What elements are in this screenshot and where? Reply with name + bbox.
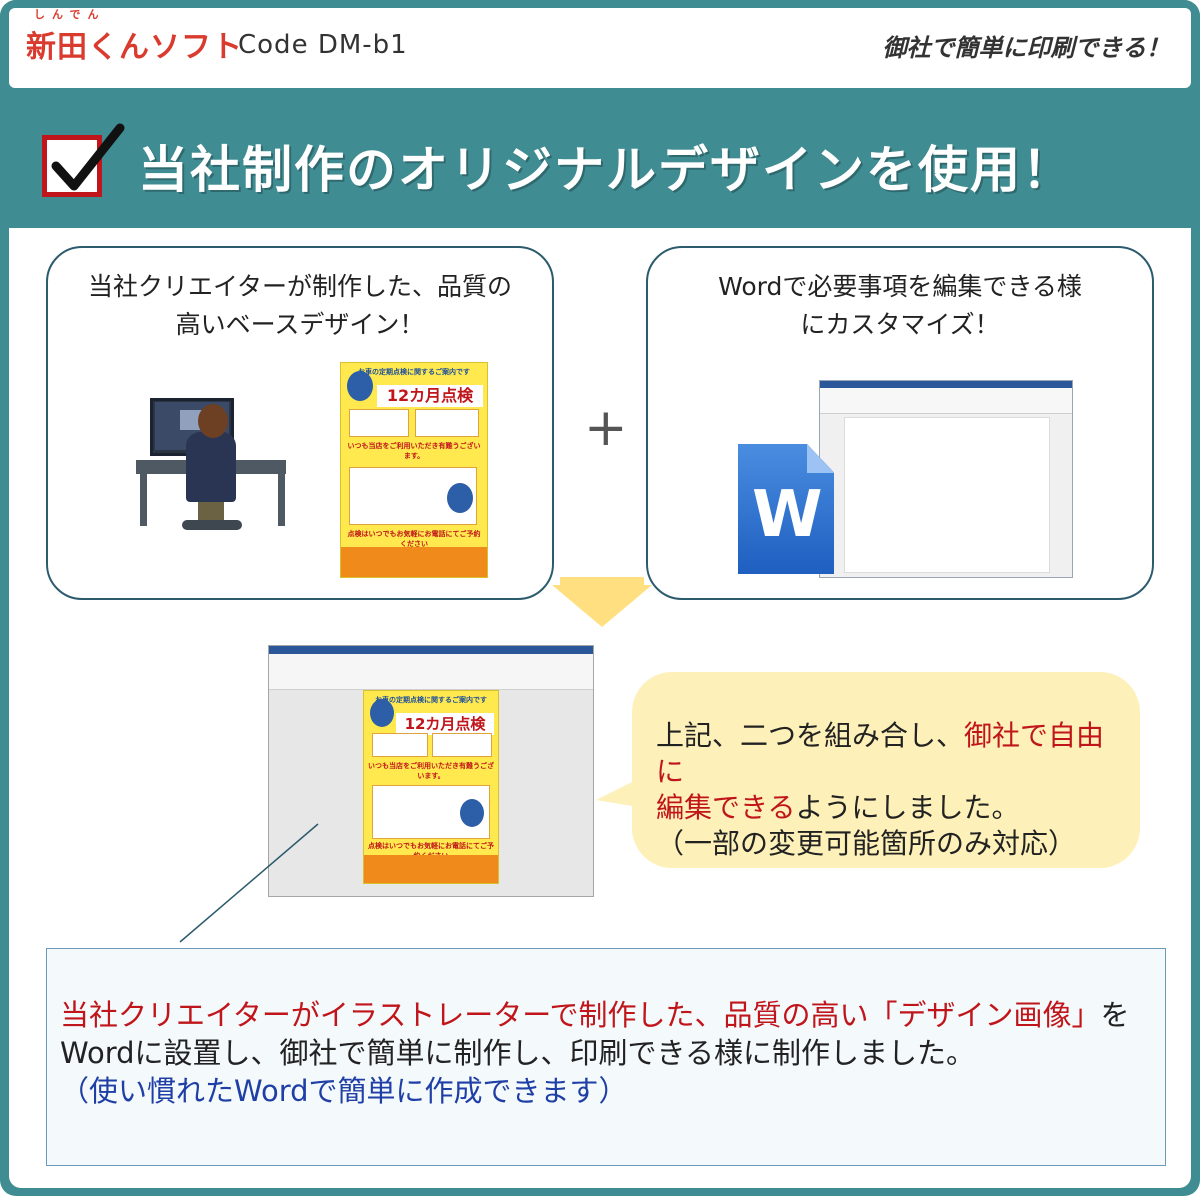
flyer-headline: 12カ月点検 <box>377 385 483 407</box>
desk-leg <box>140 474 147 526</box>
designer-head <box>198 404 228 438</box>
desk-leg <box>278 474 285 526</box>
speech-callout <box>632 672 1140 868</box>
word-icon-letter: W <box>752 478 823 552</box>
callout-seg-1: 上記、二つを組み合し、 <box>656 719 965 752</box>
tagline: 御社で簡単に印刷できる！ <box>882 34 1170 62</box>
customize-line-1: Wordで必要事項を編集できる様 <box>718 272 1082 301</box>
plus-icon: + <box>584 398 628 458</box>
description-box <box>46 948 1166 1166</box>
callout-seg-4: ようにしました。 <box>795 791 1020 824</box>
page-title: 当社制作のオリジナルデザインを使用！ <box>138 141 1074 199</box>
brand-logo: 新田くんソフト <box>26 22 243 66</box>
word-titlebar <box>269 646 593 654</box>
flyer-footer-text: 点検はいつでもお気軽にお電話にてご予約ください <box>347 530 481 548</box>
word-window-screenshot <box>819 380 1073 578</box>
word-titlebar <box>820 381 1072 388</box>
flyer-headline: 12カ月点検 <box>396 713 494 735</box>
product-code: Code DM-b1 <box>238 30 408 60</box>
down-arrow-icon <box>552 577 652 627</box>
flyer-box <box>349 409 409 437</box>
flyer-in-word-image: お車の定期点検に関するご案内です 12カ月点検 いつも当店をご利用いただき有難う… <box>363 690 499 884</box>
description-red: 当社クリエイターがイラストレーターで制作した、品質の高い「デザイン画像」 <box>60 998 1101 1032</box>
logo-ruby: しんでん <box>34 8 106 21</box>
callout-seg-3: 編集できる <box>656 791 796 824</box>
flyer-header: お車の定期点検に関するご案内です <box>375 696 487 704</box>
flyer-footer-band <box>364 855 498 883</box>
base-design-line-1: 当社クリエイターが制作した、品質の <box>87 272 512 301</box>
mechanic-illustration <box>347 371 373 401</box>
flyer-design-image: お車の定期点検に関するご案内です 12カ月点検 いつも当店をご利用いただき有難う… <box>340 362 488 578</box>
description-black: をWordに設置し、御社で簡単に制作し、印刷できる様に制作しました。 <box>60 998 1130 1070</box>
pointer-line <box>179 823 319 943</box>
customize-text: Wordで必要事項を編集できる様 にカスタマイズ！ <box>648 268 1152 344</box>
flyer-box <box>415 409 479 437</box>
description-text: 当社クリエイターがイラストレーターで制作した、品質の高い「デザイン画像」をWor… <box>60 996 1150 1110</box>
flyer-middle-text: いつも当店をご利用いただき有難うございます。 <box>368 762 494 780</box>
mechanic-illustration <box>447 483 473 513</box>
designer-body <box>186 432 236 502</box>
word-ribbon <box>820 388 1072 414</box>
top-bar <box>9 8 1191 88</box>
customize-line-2: にカスタマイズ！ <box>800 310 1000 339</box>
checkmark-icon <box>51 123 125 191</box>
base-design-text: 当社クリエイターが制作した、品質の 高いベースデザイン！ <box>48 268 552 344</box>
word-ribbon <box>269 654 593 690</box>
flyer-footer-band <box>341 547 487 577</box>
mechanic-illustration <box>460 799 484 827</box>
callout-line-3: （一部の変更可能箇所のみ対応） <box>656 827 1077 860</box>
flyer-box <box>432 733 492 757</box>
mechanic-illustration <box>370 699 394 727</box>
description-blue: （使い慣れたWordで簡単に作成できます） <box>60 1074 628 1108</box>
callout-seg-2: 御社で自由に <box>656 719 1105 788</box>
flyer-middle-text: いつも当店をご利用いただき有難うございます。 <box>347 442 481 460</box>
base-design-line-2: 高いベースデザイン！ <box>175 310 425 339</box>
word-blank-page <box>844 417 1050 573</box>
logo-text: 新田くんソフト <box>26 30 243 65</box>
flyer-header: お車の定期点検に関するご案内です <box>358 368 470 376</box>
callout-text: 上記、二つを組み合し、御社で自由に 編集できるようにしました。 （一部の変更可能… <box>656 718 1126 862</box>
flyer-box <box>372 733 428 757</box>
chair-illustration <box>182 520 242 530</box>
